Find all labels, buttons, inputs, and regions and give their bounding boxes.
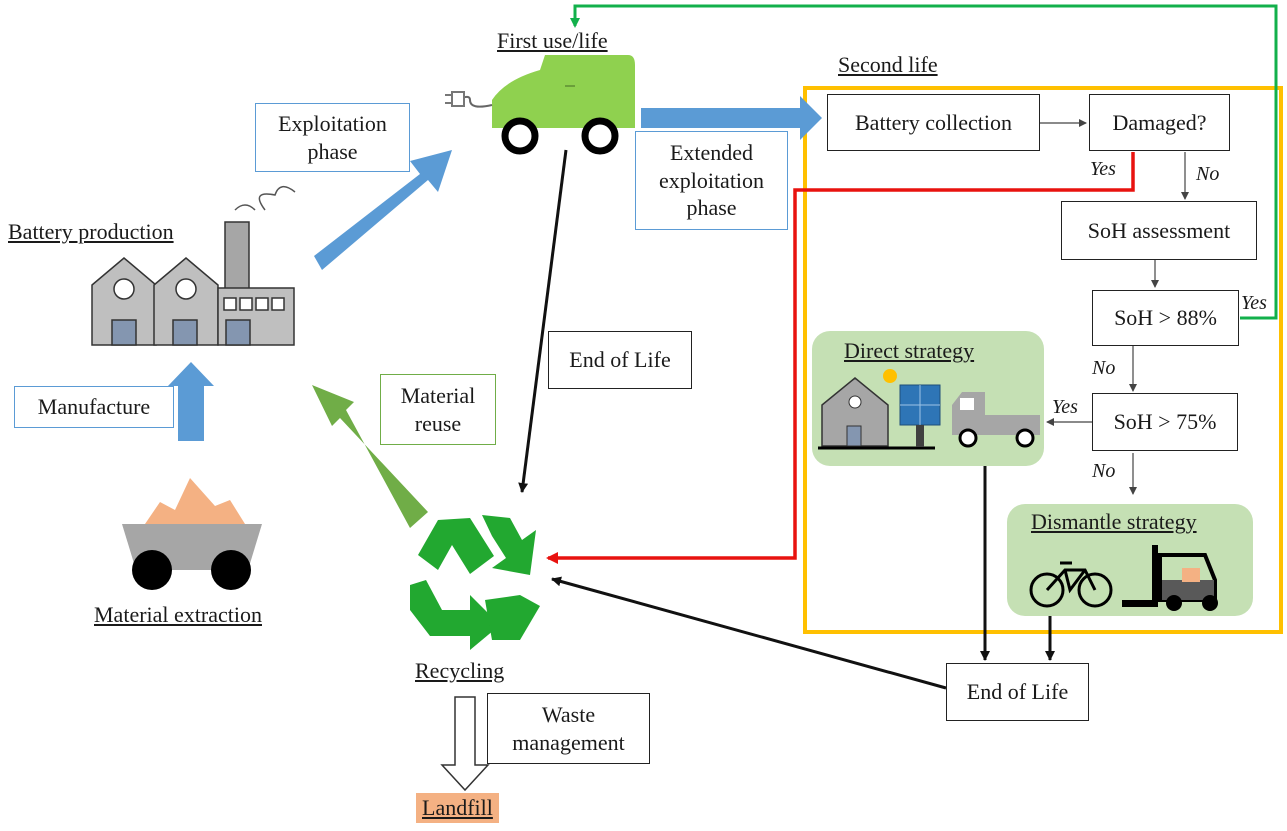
soh75-yes-label: Yes — [1052, 396, 1078, 418]
damaged-yes-line — [546, 152, 1135, 564]
house-solar-icon — [818, 369, 941, 450]
material-extraction-label: Material extraction — [94, 602, 262, 627]
factory-icon — [91, 186, 296, 346]
recycling-label: Recycling — [415, 658, 505, 683]
direct-strategy-label: Direct strategy — [844, 338, 975, 363]
soh88-no-label: No — [1092, 357, 1116, 379]
soh-assessment-box: SoH assessment — [1061, 201, 1257, 260]
bicycle-icon — [1029, 561, 1113, 608]
soh75-no-label: No — [1092, 460, 1116, 482]
soh-88-box: SoH > 88% — [1092, 290, 1239, 346]
damaged-yes-label: Yes — [1090, 158, 1116, 180]
extended-exploitation-arrow — [641, 96, 822, 140]
soh88-yes-label: Yes — [1241, 292, 1267, 314]
damaged-box: Damaged? — [1089, 94, 1230, 151]
soh88-yes-line — [570, 4, 1278, 320]
damaged-no-label: No — [1196, 163, 1220, 185]
landfill-label: Landfill — [416, 793, 499, 823]
dismantle-strategy-label: Dismantle strategy — [1031, 509, 1197, 534]
first-life-end-arrow — [518, 149, 568, 493]
exploitation-phase-box: Exploitation phase — [255, 103, 410, 172]
soh-75-box: SoH > 75% — [1092, 393, 1238, 451]
exploitation-arrow — [314, 150, 452, 270]
first-use-label: First use/life — [497, 28, 608, 53]
electric-car-icon — [445, 55, 635, 155]
recycle-icon — [410, 515, 540, 650]
end-of-life-right-box: End of Life — [946, 663, 1089, 721]
battery-production-label: Battery production — [8, 219, 174, 244]
waste-down-arrow — [440, 696, 490, 792]
material-reuse-box: Material reuse — [380, 374, 496, 445]
second-life-frame — [803, 86, 1283, 634]
second-life-end-arrow — [551, 576, 947, 690]
manufacture-arrow — [168, 362, 214, 441]
battery-collection-box: Battery collection — [827, 94, 1040, 151]
material-reuse-arrow — [312, 385, 428, 528]
truck-icon — [952, 392, 1040, 448]
manufacture-box: Manufacture — [14, 386, 174, 428]
extended-exploitation-box: Extended exploitation phase — [635, 131, 788, 230]
end-of-life-center-box: End of Life — [548, 331, 692, 389]
mining-cart-icon — [122, 478, 262, 590]
second-life-label: Second life — [838, 52, 938, 77]
forklift-icon — [1122, 545, 1218, 611]
waste-management-box: Waste management — [487, 693, 650, 764]
